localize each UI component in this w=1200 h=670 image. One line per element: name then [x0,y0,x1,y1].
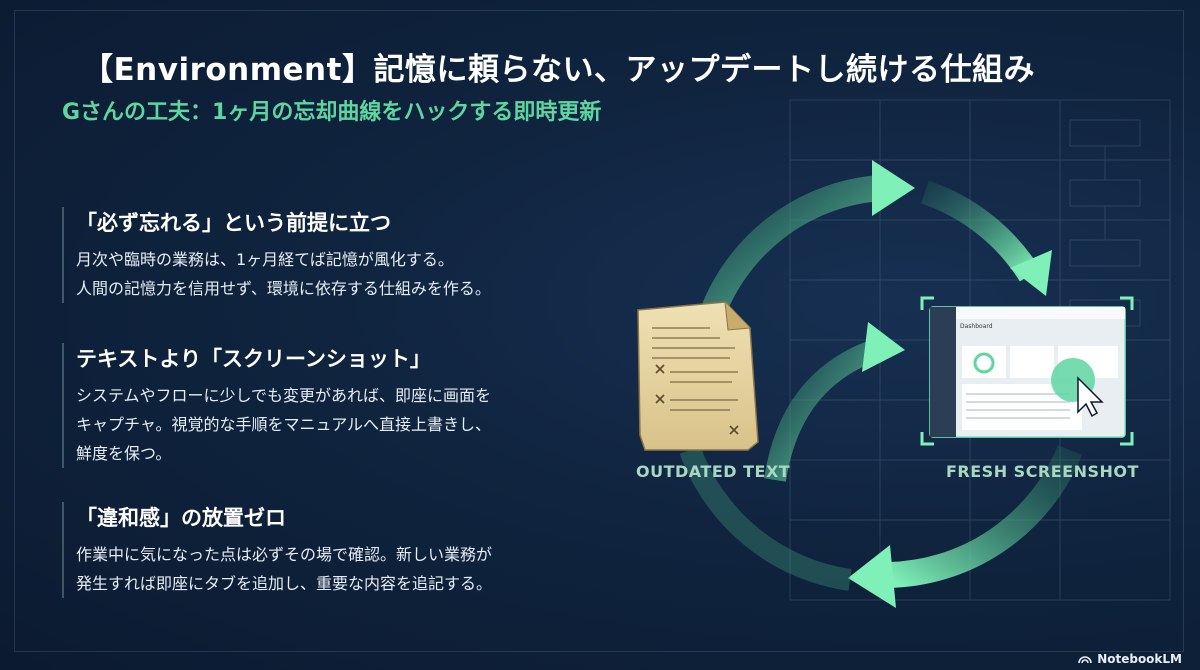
slide-subtitle: Gさんの工夫：1ヶ月の忘却曲線をハックする即時更新 [62,100,602,125]
cycle-arc-left [679,446,852,591]
center-arrow [764,322,905,482]
body-line: システムやフローに少しでも変更があれば、即座に画面を [76,386,492,405]
body-line: 人間の記憶力を信用せず、環境に依存する仕組みを作る。 [76,279,491,298]
outdated-document-icon [637,301,759,451]
section-forget-premise: 「必ず忘れる」という前提に立つ 月次や臨時の業務は、1ヶ月経てば記憶が風化する。… [62,207,596,303]
body-line: 鮮度を保つ。 [76,444,172,463]
cycle-arc-top [697,160,915,325]
body-line: 発生すれば即座にタブを追加し、重要な内容を追記する。 [76,574,493,593]
body-line: キャプチャ。視覚的な手順をマニュアルへ直接上書きし、 [76,415,492,434]
logo-text: NotebookLM [1097,652,1182,666]
cycle-arc-bottom [848,444,1083,608]
section-body: 作業中に気になった点は必ずその場で確認。新しい業務が 発生すれば即座にタブを追加… [76,540,596,598]
section-body: システムやフローに少しでも変更があれば、即座に画面を キャプチャ。視覚的な手順を… [76,381,596,468]
section-heading: テキストより「スクリーンショット」 [76,347,431,371]
section-screenshot-over-text: テキストより「スクリーンショット」 システムやフローに少しでも変更があれば、即座… [62,343,596,468]
body-line: 月次や臨時の業務は、1ヶ月経てば記憶が風化する。 [76,250,454,269]
outdated-text-label: OUTDATED TEXT [636,462,791,481]
slide-title: 【Environment】記憶に頼らない、アップデートし続ける仕組み [82,52,1035,88]
notebooklm-logo: NotebookLM [1078,652,1182,666]
notebooklm-icon [1078,656,1092,664]
cycle-arc-right [920,180,1052,296]
screen-title: Dashboard [960,323,993,330]
section-heading: 「必ず忘れる」という前提に立つ [76,211,391,235]
update-cycle-graphic: Dashboard [637,160,1134,608]
section-zero-discomfort: 「違和感」の放置ゼロ 作業中に気になった点は必ずその場で確認。新しい業務が 発生… [62,502,596,598]
fresh-screenshot-icon: Dashboard [920,296,1134,446]
fresh-screenshot-label: FRESH SCREENSHOT [946,462,1139,481]
body-line: 作業中に気になった点は必ずその場で確認。新しい業務が [76,545,493,564]
section-heading: 「違和感」の放置ゼロ [76,506,286,530]
section-body: 月次や臨時の業務は、1ヶ月経てば記憶が風化する。 人間の記憶力を信用せず、環境に… [76,245,596,303]
